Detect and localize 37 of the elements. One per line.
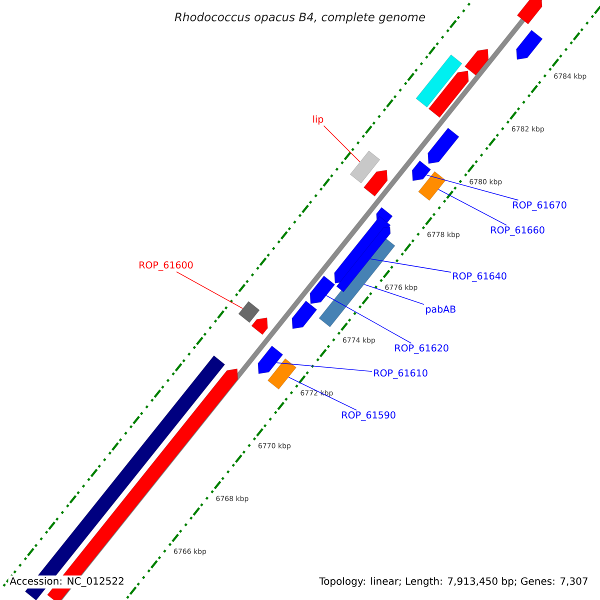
leader-line <box>438 189 507 226</box>
gene-label: ROP_61660 <box>491 226 544 236</box>
gene-feature <box>292 300 318 329</box>
leader-line <box>176 272 243 309</box>
gene-label: ROP_61670 <box>513 201 566 211</box>
gene-feature <box>258 346 284 374</box>
gene-feature <box>310 276 336 304</box>
gene-feature <box>516 0 542 24</box>
gene-label: pabAB <box>426 305 456 315</box>
leader-line <box>364 284 424 305</box>
gene-feature <box>464 48 489 76</box>
gene-label: ROP_61640 <box>453 272 506 282</box>
gene-feature <box>364 170 388 196</box>
gene-label: ROP_61620 <box>395 344 448 354</box>
gene-feature <box>428 70 469 118</box>
title: Rhodococcus opacus B4, complete genome <box>174 12 426 24</box>
leader-line <box>276 362 372 372</box>
gene-feature <box>516 30 543 60</box>
gene-feature <box>251 318 268 335</box>
gene-label: ROP_61590 <box>342 411 396 421</box>
info-text: Topology: linear; Length: 7,913,450 bp; Genes: 7,307 <box>318 576 590 588</box>
gene-feature <box>418 171 446 201</box>
gene-feature <box>412 160 431 181</box>
leader-line <box>323 125 360 162</box>
gene-feature <box>428 128 460 164</box>
info-text: Accession: NC_012522 <box>8 576 126 588</box>
leader-line <box>288 376 357 410</box>
gene-feature <box>268 358 296 390</box>
gene-feature <box>416 54 462 108</box>
gene-label: ROP_61610 <box>374 369 428 379</box>
gene-feature <box>350 150 380 184</box>
leader-line <box>426 174 519 200</box>
gene-feature <box>238 301 260 323</box>
gene-label: ROP_61600 <box>140 261 193 271</box>
leader-line <box>326 295 412 344</box>
leader-line <box>370 258 452 273</box>
gene-label: lip <box>313 115 324 125</box>
